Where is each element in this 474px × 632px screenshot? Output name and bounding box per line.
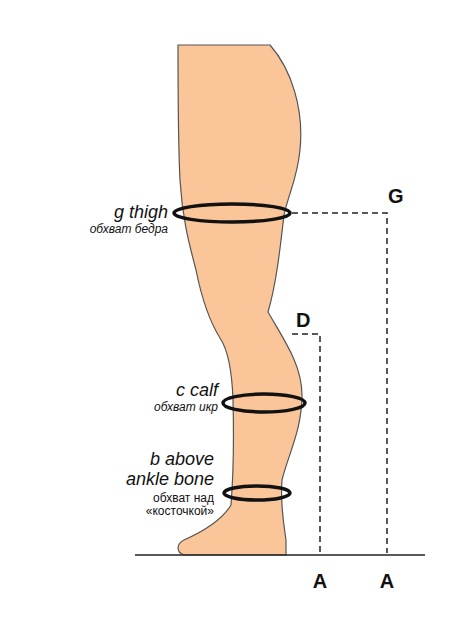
ground-line xyxy=(135,554,425,556)
ankle-ring xyxy=(224,486,290,500)
dimension-letter: D xyxy=(296,309,310,331)
measurement-label: g thigh xyxy=(114,203,168,223)
dimension-letter: G xyxy=(388,185,404,207)
measurement-label-ru: обхват над «косточкой» xyxy=(122,492,214,518)
measurement-label: c calf xyxy=(176,381,218,401)
dimension-line-d xyxy=(292,334,320,553)
calf-ring xyxy=(223,394,305,412)
dimension-letter: A xyxy=(313,570,327,592)
dimension-letter: A xyxy=(380,570,394,592)
measurement-label-ru: обхват икр xyxy=(154,401,218,414)
thigh-ring xyxy=(174,204,290,222)
dimension-line-g xyxy=(292,213,387,553)
measurement-label: b above ankle bone xyxy=(114,450,214,490)
measurement-label-ru: обхват бедра xyxy=(90,223,168,236)
